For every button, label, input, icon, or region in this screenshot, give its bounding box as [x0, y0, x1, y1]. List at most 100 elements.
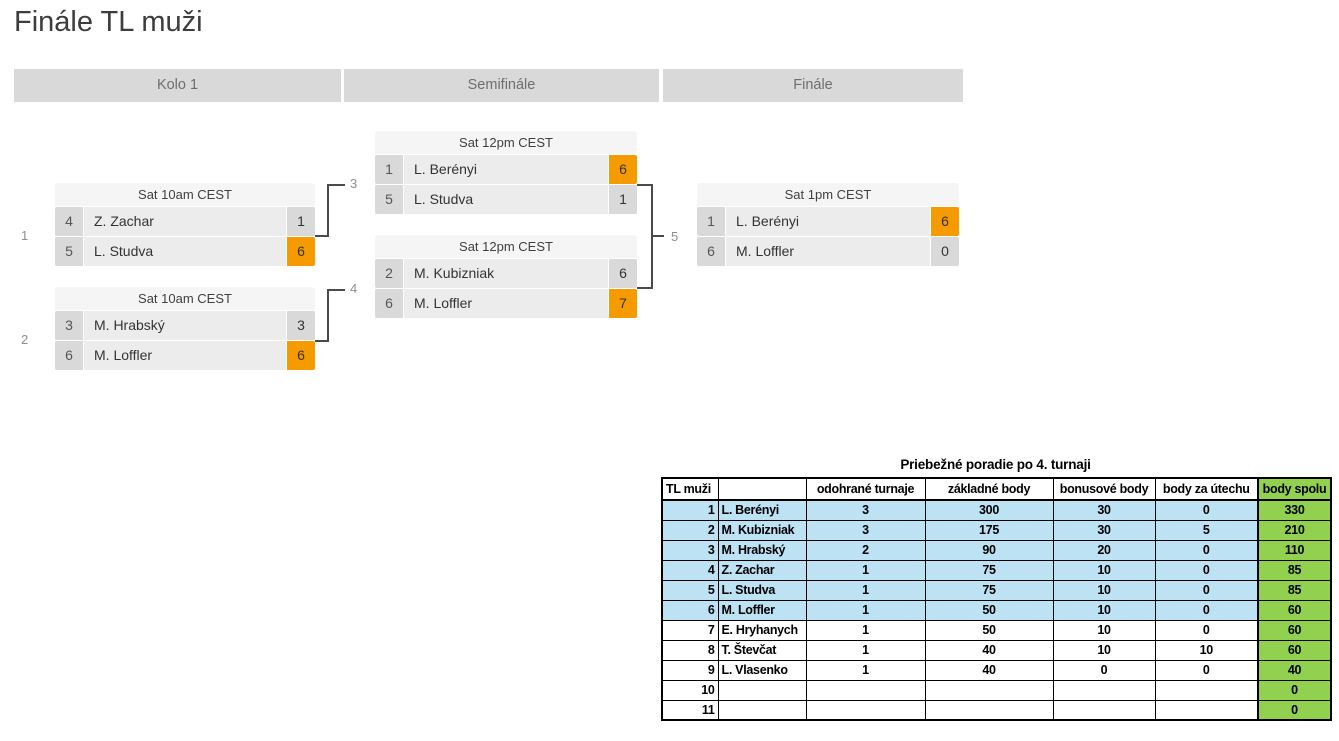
table-cell	[924, 699, 1054, 721]
player-row[interactable]: 4 Z. Zachar 1	[55, 207, 315, 236]
match-2: Sat 10am CEST 3 M. Hrabský 3 6 M. Loffle…	[55, 287, 315, 371]
player-seed: 6	[55, 341, 83, 370]
player-row[interactable]: 5 L. Studva 6	[55, 237, 315, 266]
table-cell: 0	[1154, 499, 1259, 521]
player-row[interactable]: 6 M. Loffler 6	[55, 341, 315, 370]
table-cell: 10	[661, 679, 719, 701]
table-cell: 2	[805, 539, 926, 561]
column-header-odohrane-turnaje: odohrané turnaje	[805, 477, 926, 501]
table-cell	[717, 679, 807, 701]
table-cell	[924, 679, 1054, 701]
player-name: M. Loffler	[404, 289, 608, 318]
player-name: M. Kubizniak	[404, 259, 608, 288]
match-time: Sat 10am CEST	[55, 287, 315, 310]
table-cell: T. Števčat	[717, 639, 807, 661]
page-title: Finále TL muži	[14, 6, 203, 38]
table-cell: 60	[1257, 639, 1332, 661]
table-cell: 50	[924, 599, 1054, 621]
table-cell: 40	[924, 659, 1054, 681]
round-header-kolo1: Kolo 1	[14, 69, 341, 102]
round-header-semifinale: Semifinále	[344, 69, 659, 102]
table-cell: 6	[661, 599, 719, 621]
table-cell	[1154, 679, 1259, 701]
player-score: 6	[609, 155, 637, 184]
player-seed: 1	[375, 155, 403, 184]
table-cell: 210	[1257, 519, 1332, 541]
match-time: Sat 12pm CEST	[375, 131, 637, 154]
table-cell: M. Loffler	[717, 599, 807, 621]
match-4: Sat 12pm CEST 2 M. Kubizniak 6 6 M. Loff…	[375, 235, 637, 319]
table-cell: 1	[805, 599, 926, 621]
player-row[interactable]: 3 M. Hrabský 3	[55, 311, 315, 340]
table-cell: 10	[1052, 639, 1156, 661]
table-cell: 0	[1154, 599, 1259, 621]
table-cell	[717, 699, 807, 721]
player-seed: 5	[55, 237, 83, 266]
table-cell: 1	[805, 579, 926, 601]
player-score: 1	[609, 185, 637, 214]
table-cell: 90	[924, 539, 1054, 561]
table-cell: L. Vlasenko	[717, 659, 807, 681]
player-score: 1	[287, 207, 315, 236]
table-cell: 30	[1052, 519, 1156, 541]
table-cell: 9	[661, 659, 719, 681]
player-name: L. Studva	[404, 185, 608, 214]
table-cell: 85	[1257, 579, 1332, 601]
table-cell: 8	[661, 639, 719, 661]
standings-table: TL muži odohrané turnaje základné body b…	[661, 477, 1332, 721]
player-name: L. Studva	[84, 237, 286, 266]
table-cell: 0	[1154, 579, 1259, 601]
match-time: Sat 12pm CEST	[375, 235, 637, 258]
table-cell: 1	[661, 499, 719, 521]
table-cell: 10	[1052, 619, 1156, 641]
column-header-name	[717, 477, 807, 501]
table-cell: 10	[1052, 579, 1156, 601]
table-cell: 330	[1257, 499, 1332, 521]
player-score: 6	[287, 237, 315, 266]
player-name: L. Berényi	[404, 155, 608, 184]
player-row[interactable]: 6 M. Loffler 0	[697, 237, 959, 266]
table-cell: 1	[805, 559, 926, 581]
column-header-bonusove-body: bonusové body	[1052, 477, 1156, 501]
player-seed: 3	[55, 311, 83, 340]
player-score: 6	[931, 207, 959, 236]
player-name: L. Berényi	[726, 207, 930, 236]
player-name: Z. Zachar	[84, 207, 286, 236]
player-row[interactable]: 5 L. Studva 1	[375, 185, 637, 214]
table-cell	[1052, 679, 1156, 701]
table-cell: L. Studva	[717, 579, 807, 601]
match-5: Sat 1pm CEST 1 L. Berényi 6 6 M. Loffler…	[697, 183, 959, 267]
table-cell: 85	[1257, 559, 1332, 581]
table-cell: 75	[924, 559, 1054, 581]
table-cell: 30	[1052, 499, 1156, 521]
player-score: 3	[287, 311, 315, 340]
player-row[interactable]: 2 M. Kubizniak 6	[375, 259, 637, 288]
match-3: Sat 12pm CEST 1 L. Berényi 6 5 L. Studva…	[375, 131, 637, 215]
table-cell: 5	[661, 579, 719, 601]
player-seed: 2	[375, 259, 403, 288]
player-seed: 6	[375, 289, 403, 318]
table-cell: 110	[1257, 539, 1332, 561]
player-row[interactable]: 1 L. Berényi 6	[697, 207, 959, 236]
match-number: 5	[671, 229, 679, 244]
table-cell: 20	[1052, 539, 1156, 561]
player-score: 7	[609, 289, 637, 318]
table-cell: M. Hrabský	[717, 539, 807, 561]
table-cell: 7	[661, 619, 719, 641]
table-cell: 50	[924, 619, 1054, 641]
match-1: Sat 10am CEST 4 Z. Zachar 1 5 L. Studva …	[55, 183, 315, 267]
player-name: M. Loffler	[726, 237, 930, 266]
round-header-finale: Finále	[663, 69, 963, 102]
player-row[interactable]: 6 M. Loffler 7	[375, 289, 637, 318]
player-row[interactable]: 1 L. Berényi 6	[375, 155, 637, 184]
match-time: Sat 10am CEST	[55, 183, 315, 206]
table-cell: 1	[805, 659, 926, 681]
table-cell: 10	[1052, 599, 1156, 621]
